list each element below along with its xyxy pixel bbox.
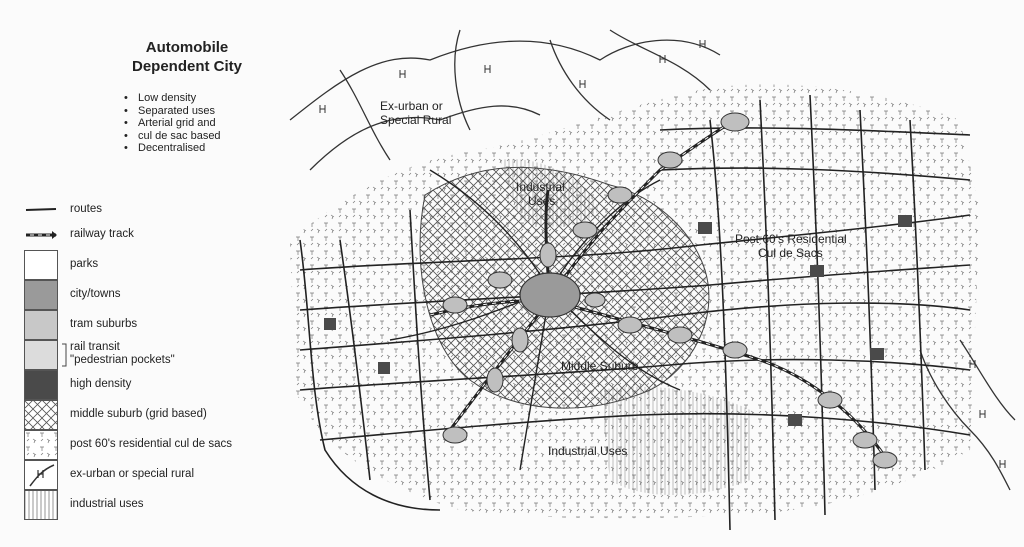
- legend-label: city/towns: [70, 288, 121, 300]
- legend-label: high density: [70, 378, 132, 390]
- label-ex-urban-2: Special Rural: [380, 113, 451, 127]
- pedestrian-pockets: [442, 112, 898, 469]
- label-industrial: Industrial: [516, 180, 565, 194]
- legend-label: parks: [70, 258, 99, 270]
- cul-de-sac-swatch: [24, 430, 58, 460]
- rural-swatch: [24, 460, 58, 490]
- legend-label: tram suburbs: [70, 318, 138, 330]
- legend-label: industrial uses: [70, 498, 144, 510]
- label-middle-suburb: Middle Suburb: [561, 359, 639, 373]
- bracket-icon: [62, 343, 67, 367]
- rural-h-marks: [319, 40, 1006, 468]
- rail-transit-swatch: [24, 340, 58, 370]
- industrial-swatch: [24, 490, 58, 520]
- high-density-swatch: [24, 370, 58, 400]
- high-density-blocks: [324, 215, 912, 426]
- city-towns-swatch: [24, 280, 58, 310]
- railway-ties: [429, 119, 891, 466]
- tram-suburbs-swatch: [24, 310, 58, 340]
- legend-label-continued: "pedestrian pockets": [70, 354, 175, 366]
- label-industrial-2: Uses: [528, 194, 555, 208]
- label-industrial-south: Industrial Uses: [548, 444, 627, 458]
- route-line-icon: [25, 208, 57, 211]
- map-title-line-1: Automobile: [145, 39, 229, 56]
- map-title: Automobile Dependent City: [112, 38, 262, 76]
- map-title-line-2: Dependent City: [131, 58, 242, 75]
- parks-swatch: [24, 250, 58, 280]
- legend-label: post 60's residential cul de sacs: [70, 438, 233, 450]
- characteristic-item: Low density: [124, 92, 221, 105]
- label-ex-urban: Ex-urban or: [380, 99, 443, 113]
- legend-label: rail transit: [70, 341, 120, 353]
- label-post60: Post 60's Residential: [735, 232, 847, 246]
- label-post60-2: Cul de Sacs: [758, 246, 823, 260]
- characteristic-item-continued: cul de sac based: [124, 130, 221, 143]
- city-centre: [519, 272, 581, 318]
- railway-track-icon: [26, 231, 57, 239]
- characteristics-list: Low density Separated uses Arterial grid…: [124, 92, 221, 155]
- characteristic-item: Separated uses: [124, 105, 221, 118]
- characteristic-item: Arterial grid and: [124, 117, 221, 130]
- legend-label: routes: [70, 203, 102, 215]
- crosshatch-swatch: [24, 400, 58, 430]
- characteristic-item: Decentralised: [124, 142, 221, 155]
- legend-label: ex-urban or special rural: [70, 468, 195, 480]
- industrial-zone-north: [500, 159, 600, 227]
- legend-label: railway track: [70, 228, 134, 240]
- city-map: Ex-urban or Special Rural Industrial Use…: [289, 29, 1016, 531]
- legend-label: middle suburb (grid based): [70, 408, 207, 420]
